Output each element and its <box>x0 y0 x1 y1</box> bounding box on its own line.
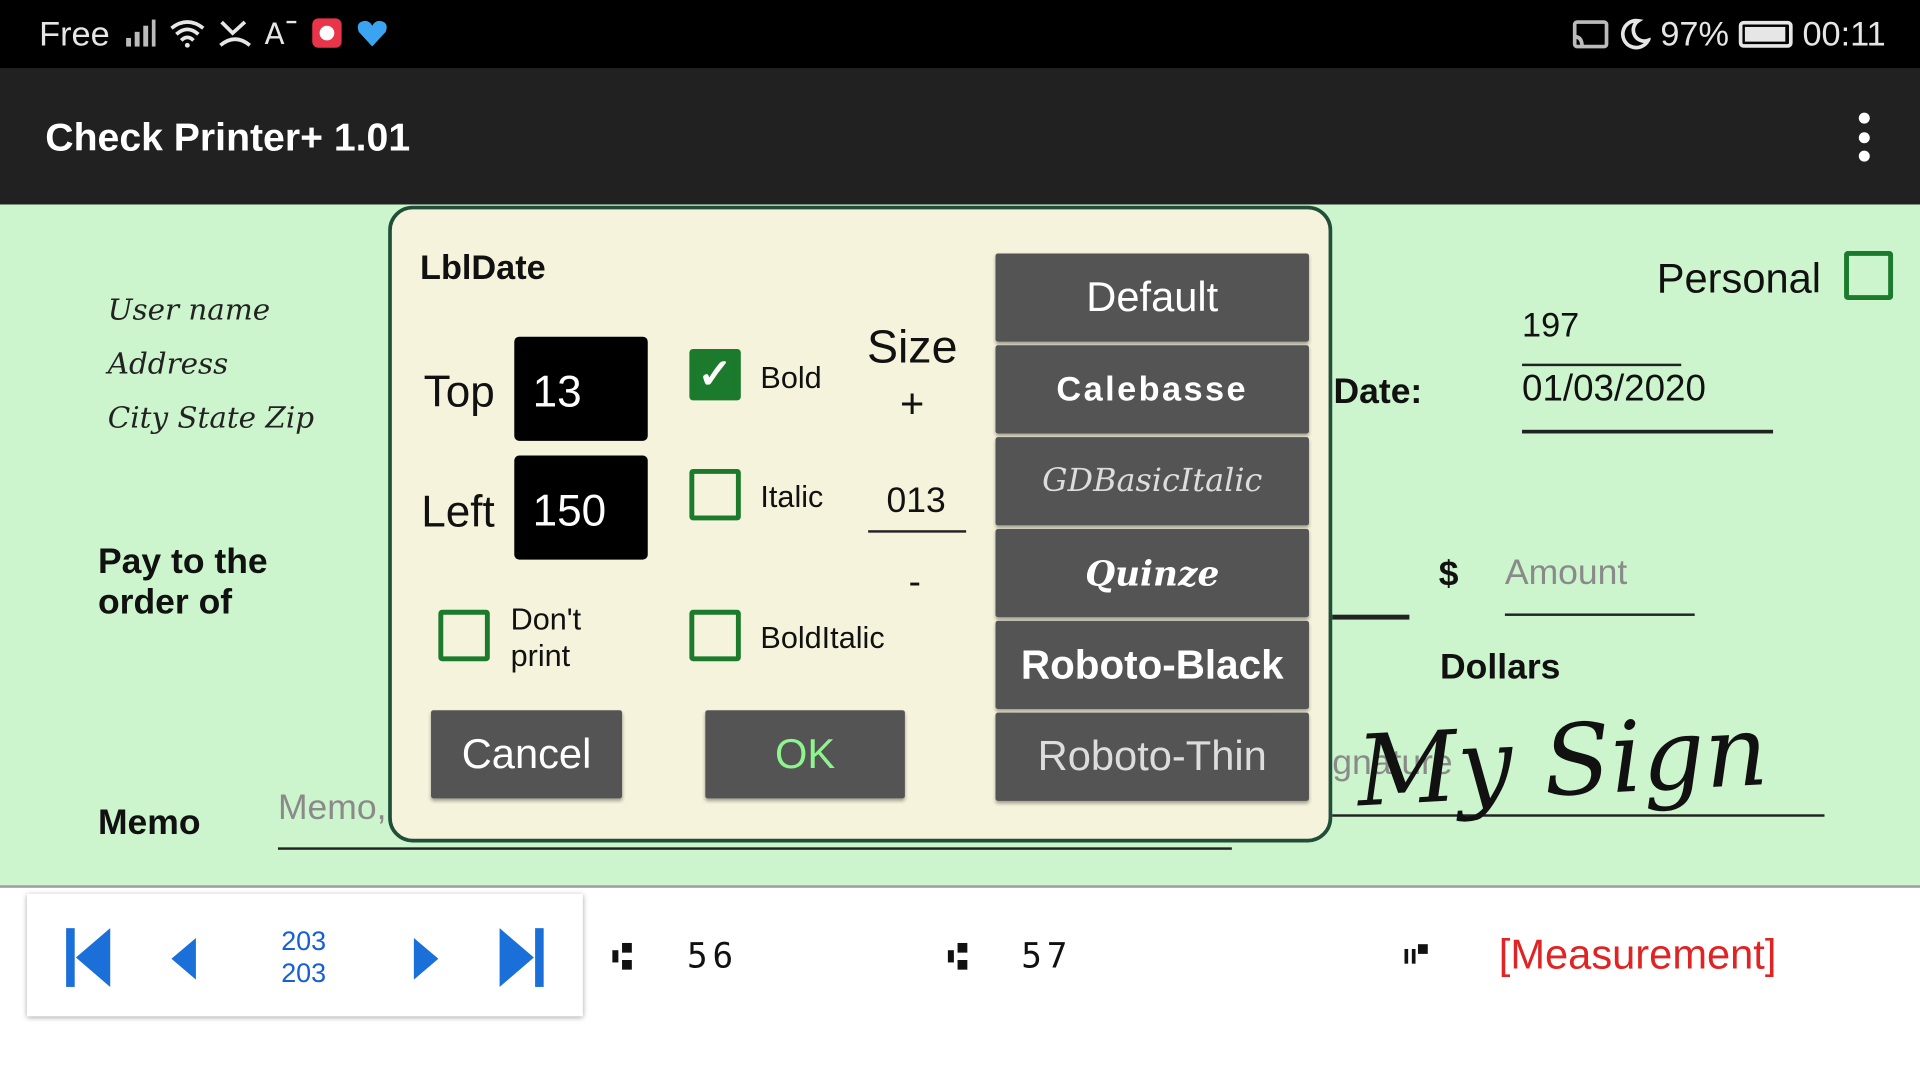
carrier-label: Free <box>39 14 110 53</box>
status-icons: A <box>125 17 389 49</box>
value-a-display: 56 <box>686 935 739 976</box>
top-label: Top <box>423 366 495 417</box>
font-calebasse-button[interactable]: Calebasse <box>995 345 1309 434</box>
next-page-icon[interactable] <box>411 936 440 983</box>
left-input[interactable]: 150 <box>514 455 648 560</box>
page-indicator: 203 203 <box>267 926 340 990</box>
font-size-icon: A <box>264 17 297 49</box>
signature-placeholder: gnature <box>1332 743 1453 783</box>
dollars-label[interactable]: Dollars <box>1440 647 1561 687</box>
signature-underline <box>1332 814 1825 817</box>
value-b-display: 57 <box>1021 935 1073 976</box>
page-navigator: 203 203 <box>26 893 583 1017</box>
status-right: 97% 00:11 <box>1572 15 1886 54</box>
font-gdbasicitalic-button[interactable]: GDBasicItalic <box>995 437 1309 526</box>
amount-field[interactable]: Amount <box>1504 553 1628 593</box>
svg-text:A: A <box>264 17 284 49</box>
payee-underline <box>1332 614 1410 620</box>
left-label: Left <box>421 486 495 537</box>
amount-underline <box>1504 613 1695 616</box>
status-bar: Free A 97% 00:11 <box>0 0 1920 69</box>
battery-percent: 97% <box>1660 14 1729 53</box>
bold-label[interactable]: Bold <box>760 361 822 396</box>
page-current: 203 <box>281 925 327 957</box>
user-name-text[interactable]: User name <box>107 292 271 327</box>
date-label[interactable]: Date: <box>1333 372 1423 412</box>
date-underline <box>1522 429 1774 434</box>
ok-button[interactable]: OK <box>705 710 905 799</box>
size-plus-button[interactable]: + <box>900 380 925 428</box>
signature-image[interactable]: My Sign <box>1354 693 1771 829</box>
dialog-title: LblDate <box>420 248 546 287</box>
size-minus-button[interactable]: - <box>908 562 921 603</box>
pay-to-label[interactable]: Pay to the order of <box>97 542 268 623</box>
italic-checkbox[interactable] <box>689 468 741 521</box>
memo-field[interactable]: Memo, <box>277 788 387 828</box>
address-text[interactable]: Address <box>107 346 229 381</box>
measure-tool-icon[interactable] <box>1404 944 1428 966</box>
app-title: Check Printer+ 1.01 <box>45 115 411 160</box>
moon-icon <box>1620 18 1651 50</box>
dont-print-checkbox[interactable] <box>438 609 490 662</box>
cast-icon <box>1572 20 1609 49</box>
bolditalic-checkbox[interactable] <box>689 609 741 662</box>
font-quinze-button[interactable]: Quinze <box>995 528 1309 618</box>
overflow-menu-icon[interactable] <box>1856 112 1871 162</box>
bolditalic-label[interactable]: BoldItalic <box>760 620 885 656</box>
size-label: Size <box>866 322 958 374</box>
top-input[interactable]: 13 <box>514 336 648 441</box>
battery-icon <box>1738 20 1793 48</box>
dont-print-label[interactable]: Don't print <box>510 602 582 674</box>
personal-checkbox[interactable] <box>1844 251 1894 301</box>
font-roboto-black-button[interactable]: Roboto-Black <box>995 620 1309 709</box>
wifi-icon <box>170 20 205 48</box>
bold-checkbox[interactable]: ✓ <box>689 348 741 401</box>
size-underline <box>868 530 967 533</box>
last-page-icon[interactable] <box>497 926 546 990</box>
memo-underline <box>277 847 1232 850</box>
clock: 00:11 <box>1802 14 1886 53</box>
personal-label: Personal <box>1656 255 1822 303</box>
app-bar: Check Printer+ 1.01 <box>0 68 1920 205</box>
font-roboto-thin-button[interactable]: Roboto-Thin <box>995 712 1309 801</box>
measurement-link[interactable]: [Measurement] <box>1498 931 1777 979</box>
italic-label[interactable]: Italic <box>760 480 824 515</box>
dollar-sign: $ <box>1438 554 1459 594</box>
memo-label[interactable]: Memo <box>97 803 201 843</box>
size-value[interactable]: 013 <box>886 481 946 521</box>
signal-icon <box>126 19 156 47</box>
missed-call-icon <box>219 20 251 47</box>
move-handle-icon[interactable] <box>612 942 636 970</box>
font-settings-dialog: LblDate Top 13 Left 150 ✓ Bold Italic Bo… <box>388 205 1333 843</box>
previous-page-icon[interactable] <box>169 936 198 983</box>
resize-handle-icon[interactable] <box>947 942 972 970</box>
check-number-underline <box>1522 363 1682 367</box>
font-default-button[interactable]: Default <box>995 253 1309 342</box>
check-number[interactable]: 197 <box>1522 306 1580 345</box>
checkmark-icon: ✓ <box>697 351 733 398</box>
city-state-zip-text[interactable]: City State Zip <box>107 400 315 435</box>
date-value[interactable]: 01/03/2020 <box>1522 368 1706 409</box>
first-page-icon[interactable] <box>64 926 113 990</box>
huawei-app-icon <box>312 18 342 48</box>
cancel-button[interactable]: Cancel <box>431 710 623 799</box>
page-total: 203 <box>281 957 327 989</box>
heart-hand-icon <box>357 20 387 47</box>
